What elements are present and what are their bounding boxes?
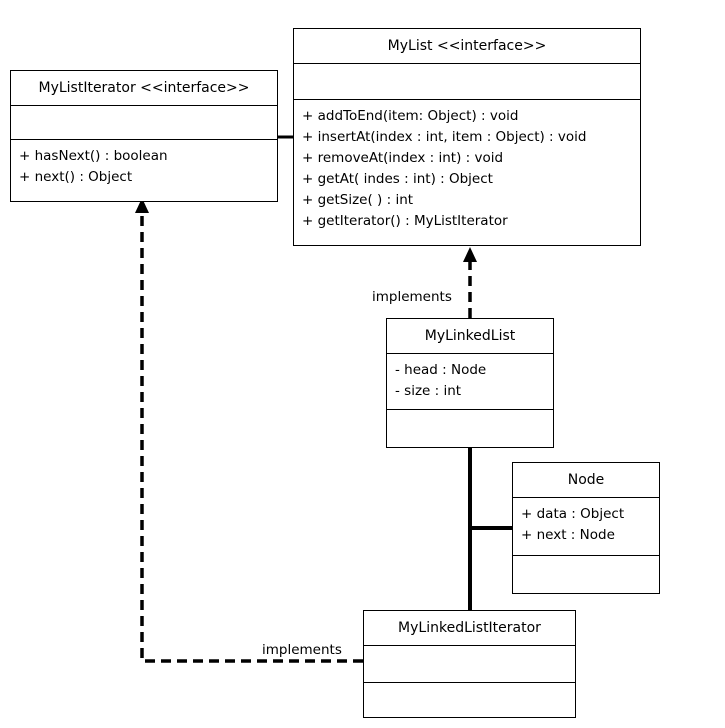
class-my-list-iterator: MyListIterator <<interface>> + hasNext()… xyxy=(10,70,278,202)
attribute: + data : Object xyxy=(521,506,625,522)
class-name: MyListIterator <<interface>> xyxy=(11,71,277,106)
operation: + next() : Object xyxy=(19,169,133,185)
attributes-compartment: + data : Object + next : Node xyxy=(513,498,659,556)
operation: + insertAt(index : int, item : Object) :… xyxy=(302,129,587,145)
attribute: - head : Node xyxy=(395,362,487,378)
iterator-realization-line xyxy=(140,212,363,663)
class-name: MyList <<interface>> xyxy=(294,29,640,64)
operations-compartment xyxy=(387,410,553,420)
class-node: Node + data : Object + next : Node xyxy=(512,462,660,594)
operation: + addToEnd(item: Object) : void xyxy=(302,108,519,124)
class-name: MyLinkedList xyxy=(387,319,553,354)
mylist-arrowhead xyxy=(463,247,477,262)
attribute: - size : int xyxy=(395,383,462,399)
operation: + removeAt(index : int) : void xyxy=(302,150,504,166)
operation: + hasNext() : boolean xyxy=(19,148,168,164)
attributes-compartment: - head : Node - size : int xyxy=(387,354,553,410)
attributes-compartment xyxy=(11,106,277,140)
class-my-list: MyList <<interface>> + addToEnd(item: Ob… xyxy=(293,28,641,246)
operations-compartment: + addToEnd(item: Object) : void + insert… xyxy=(294,100,640,236)
attributes-compartment xyxy=(294,64,640,100)
operations-compartment: + hasNext() : boolean + next() : Object xyxy=(11,140,277,192)
mylistiterator-arrowhead xyxy=(135,198,149,213)
class-name: Node xyxy=(513,463,659,498)
attributes-compartment xyxy=(364,646,575,683)
operations-compartment xyxy=(364,683,575,693)
class-my-linked-list-iterator: MyLinkedListIterator xyxy=(363,610,576,718)
linkedlist-implements-label: implements xyxy=(372,289,452,305)
attribute: + next : Node xyxy=(521,527,615,543)
iterator-implements-label: implements xyxy=(262,642,342,658)
operation: + getSize( ) : int xyxy=(302,192,414,208)
operations-compartment xyxy=(513,556,659,566)
class-name: MyLinkedListIterator xyxy=(364,611,575,646)
class-my-linked-list: MyLinkedList - head : Node - size : int xyxy=(386,318,554,448)
operation: + getAt( indes : int) : Object xyxy=(302,171,493,187)
operation: + getIterator() : MyListIterator xyxy=(302,213,508,229)
